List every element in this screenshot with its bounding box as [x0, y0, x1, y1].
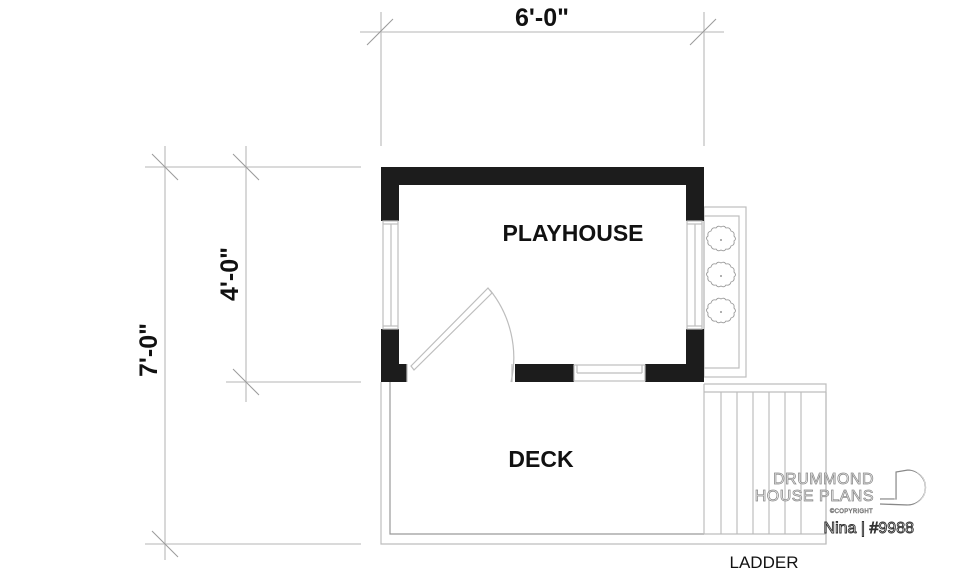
- watermark: DRUMMOND HOUSE PLANS ©COPYRIGHT Nina | #…: [754, 468, 927, 537]
- window-left: [382, 220, 399, 330]
- flower-icon: [706, 297, 736, 324]
- watermark-line1: DRUMMOND: [773, 471, 874, 488]
- room-label-playhouse: PLAYHOUSE: [502, 220, 643, 246]
- flower-icon: [706, 225, 736, 252]
- window-right: [686, 220, 703, 330]
- ladder: [703, 392, 827, 544]
- watermark-copyright: ©COPYRIGHT: [830, 508, 873, 515]
- window-bottom: [511, 364, 646, 382]
- dimension-width: 6'-0": [360, 4, 724, 146]
- dimension-depth: 7'-0" 4'-0": [135, 146, 361, 560]
- dimension-playhouse-depth-label: 4'-0": [216, 247, 244, 301]
- watermark-line2: HOUSE PLANS: [755, 488, 874, 505]
- playhouse-walls: [381, 167, 704, 382]
- deck-outline: [380, 382, 827, 545]
- logo-icon: [879, 468, 927, 507]
- watermark-plan-id: Nina | #9988: [824, 520, 915, 537]
- flower-icon: [706, 261, 736, 288]
- door: [406, 287, 515, 383]
- dimension-total-depth-label: 7'-0": [135, 323, 163, 377]
- dimension-width-label: 6'-0": [515, 4, 569, 32]
- planter-box: [703, 206, 747, 378]
- ladder-label: LADDER: [730, 553, 799, 569]
- room-label-deck: DECK: [508, 446, 574, 472]
